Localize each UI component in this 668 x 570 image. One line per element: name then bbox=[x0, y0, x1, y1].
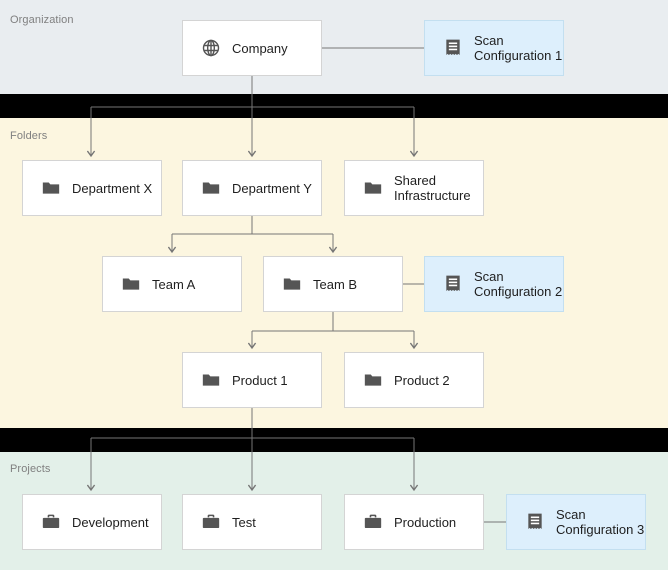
node-label: Shared Infrastructure bbox=[394, 173, 471, 203]
node-label: Test bbox=[232, 514, 256, 530]
node-label: Scan Configuration 1 bbox=[474, 33, 563, 63]
node-label: Development bbox=[72, 514, 149, 530]
band-separator-1 bbox=[0, 94, 668, 118]
node-label: Company bbox=[232, 40, 288, 56]
folder-icon bbox=[364, 182, 382, 194]
node-department-y[interactable]: Department Y bbox=[182, 160, 322, 216]
folder-icon bbox=[122, 278, 140, 290]
folder-icon bbox=[202, 182, 220, 194]
scan-config-icon bbox=[446, 275, 460, 291]
briefcase-icon bbox=[42, 514, 60, 528]
node-label: Team A bbox=[152, 276, 196, 292]
node-label: Production bbox=[394, 514, 457, 530]
folder-icon bbox=[202, 374, 220, 386]
node-production[interactable]: Production bbox=[344, 494, 484, 550]
node-label: Product 1 bbox=[232, 372, 288, 388]
band-label-folders: Folders bbox=[10, 130, 48, 142]
node-label: Team B bbox=[313, 276, 358, 292]
folder-icon bbox=[364, 374, 382, 386]
node-product-1[interactable]: Product 1 bbox=[182, 352, 322, 408]
folder-icon bbox=[283, 278, 301, 290]
node-development[interactable]: Development bbox=[22, 494, 162, 550]
node-label: Scan Configuration 3 bbox=[556, 507, 645, 537]
node-shared-infrastructure[interactable]: Shared Infrastructure bbox=[344, 160, 484, 216]
node-team-b[interactable]: Team B bbox=[263, 256, 403, 312]
folder-icon bbox=[42, 182, 60, 194]
node-test[interactable]: Test bbox=[182, 494, 322, 550]
scan-config-icon bbox=[446, 39, 460, 55]
globe-icon bbox=[202, 39, 220, 57]
node-department-x[interactable]: Department X bbox=[22, 160, 162, 216]
node-team-a[interactable]: Team A bbox=[102, 256, 242, 312]
node-label: Product 2 bbox=[394, 372, 450, 388]
node-product-2[interactable]: Product 2 bbox=[344, 352, 484, 408]
briefcase-icon bbox=[364, 514, 382, 528]
node-scan-configuration-3[interactable]: Scan Configuration 3 bbox=[506, 494, 646, 550]
node-scan-configuration-1[interactable]: Scan Configuration 1 bbox=[424, 20, 564, 76]
node-company[interactable]: Company bbox=[182, 20, 322, 76]
band-label-organization: Organization bbox=[10, 14, 74, 26]
node-label: Department Y bbox=[232, 180, 312, 196]
node-label: Department X bbox=[72, 180, 153, 196]
node-scan-configuration-2[interactable]: Scan Configuration 2 bbox=[424, 256, 564, 312]
scan-config-icon bbox=[528, 513, 542, 529]
node-label: Scan Configuration 2 bbox=[474, 269, 563, 299]
band-separator-2 bbox=[0, 428, 668, 452]
briefcase-icon bbox=[202, 514, 220, 528]
band-label-projects: Projects bbox=[10, 463, 51, 475]
